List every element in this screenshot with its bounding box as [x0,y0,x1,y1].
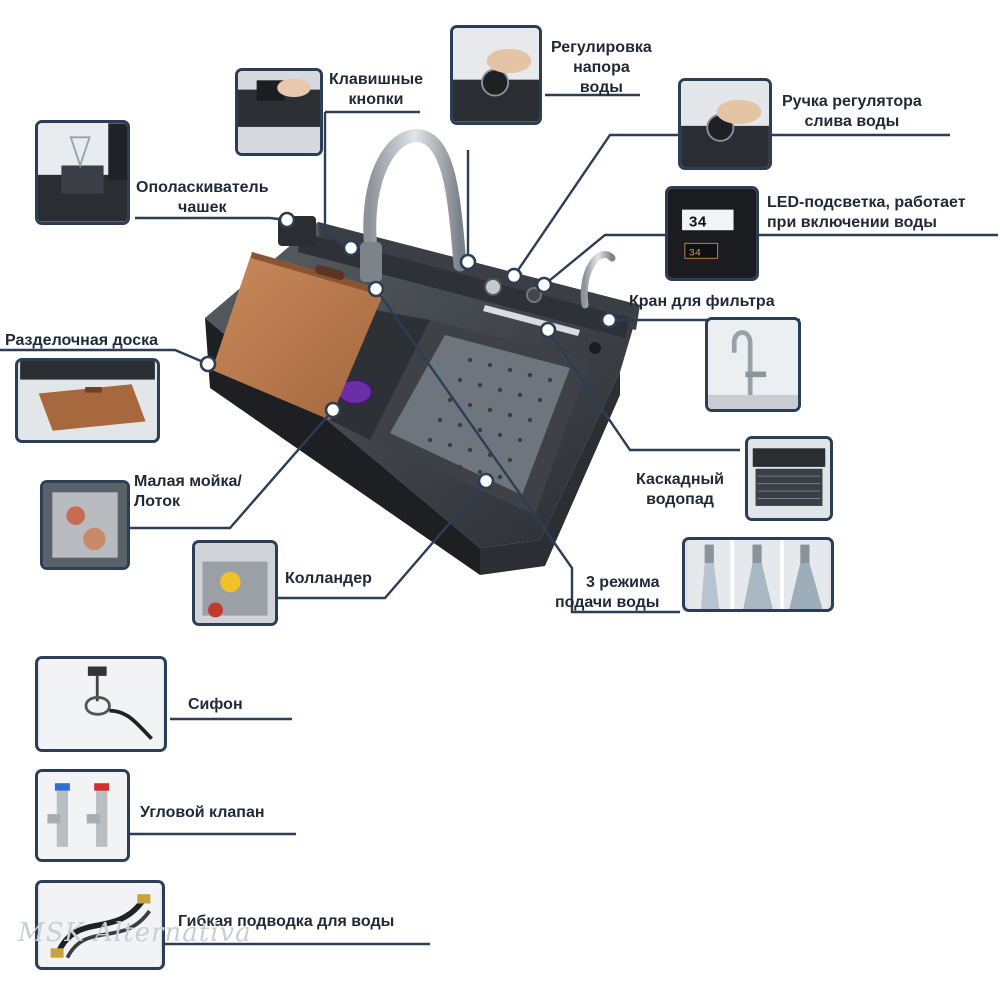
dot-cascade [539,321,557,339]
thumb-board [15,358,160,443]
dot-key-buttons [342,239,360,257]
dot-modes [367,280,385,298]
label-hose: Гибкая подводка для воды [178,913,395,930]
svg-text:34: 34 [689,248,701,260]
label-colander: Колландер [285,570,372,587]
thumb-angle-valve [35,769,130,862]
sink-body [205,129,640,575]
svg-text:34: 34 [689,215,707,231]
label-board: Разделочная доска [5,332,159,349]
thumb-small-sink [40,480,130,570]
dot-drain-knob [505,267,523,285]
thumb-key-buttons [235,68,323,156]
cutting-board [212,252,385,420]
callout-dots [199,211,618,490]
dot-colander [477,472,495,490]
thumb-colander [192,540,278,626]
main-faucet [363,129,467,272]
dot-cup-rinser [278,211,296,229]
dot-filter-tap [600,311,618,329]
thumb-drain-knob [678,78,772,170]
label-filter-tap: Кран для фильтра [629,293,775,310]
thumb-pressure [450,25,542,125]
thumb-cascade [745,436,833,521]
dot-pressure [459,253,477,271]
thumb-cup-rinser [35,120,130,225]
label-angle-valve: Угловой клапан [140,804,265,821]
leader-lines [0,93,998,946]
watermark: MSK Alternativa [18,918,252,948]
label-small-sink: Малая мойка/Лоток [134,473,242,510]
thumb-modes [682,537,834,612]
dot-small-sink [324,401,342,419]
dot-led [535,276,553,294]
label-siphon: Сифон [188,696,243,713]
thumb-filter-tap [705,317,801,412]
filter-faucet [580,251,616,309]
thumb-hose [35,880,165,970]
thumb-led: 34 34 [665,186,759,281]
thumb-siphon [35,656,167,752]
dot-board [199,355,217,373]
